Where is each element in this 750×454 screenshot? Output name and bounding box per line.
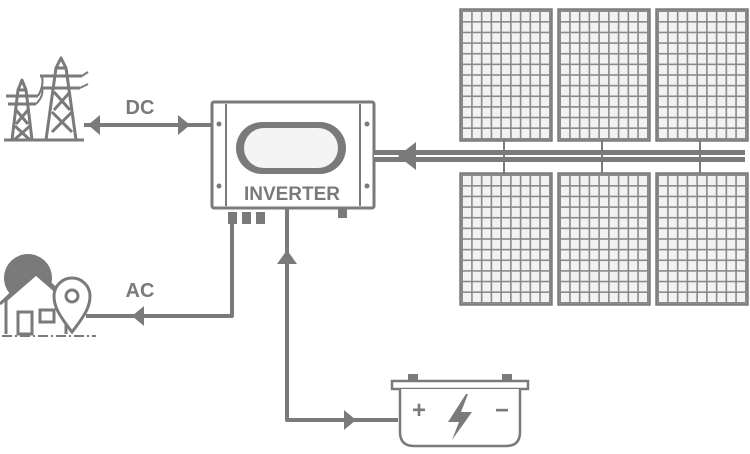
dc-label: DC (126, 97, 155, 119)
connector (338, 208, 347, 218)
solar-panel (557, 172, 651, 306)
battery-minus: − (495, 397, 509, 424)
battery-icon: + − (390, 374, 530, 448)
ac-label: AC (126, 280, 155, 302)
solar-panel (655, 8, 749, 142)
connector (242, 212, 251, 224)
battery-connection (277, 208, 398, 430)
inverter-label: INVERTER (244, 184, 340, 205)
solar-panel (655, 172, 749, 306)
connector (256, 212, 265, 224)
solar-panel-array (459, 8, 749, 306)
power-tower-icon (4, 56, 89, 142)
connector (228, 212, 237, 224)
battery-plus: + (412, 397, 426, 424)
solar-panel (557, 8, 651, 142)
lightning-bolt-icon (448, 394, 472, 440)
house-location-icon (0, 254, 96, 337)
dc-connection: DC (84, 97, 212, 135)
panel-connection (374, 140, 745, 174)
solar-panel (459, 172, 553, 306)
solar-panel (459, 8, 553, 142)
inverter-box: INVERTER (210, 100, 376, 224)
ac-connection: AC (86, 224, 234, 326)
